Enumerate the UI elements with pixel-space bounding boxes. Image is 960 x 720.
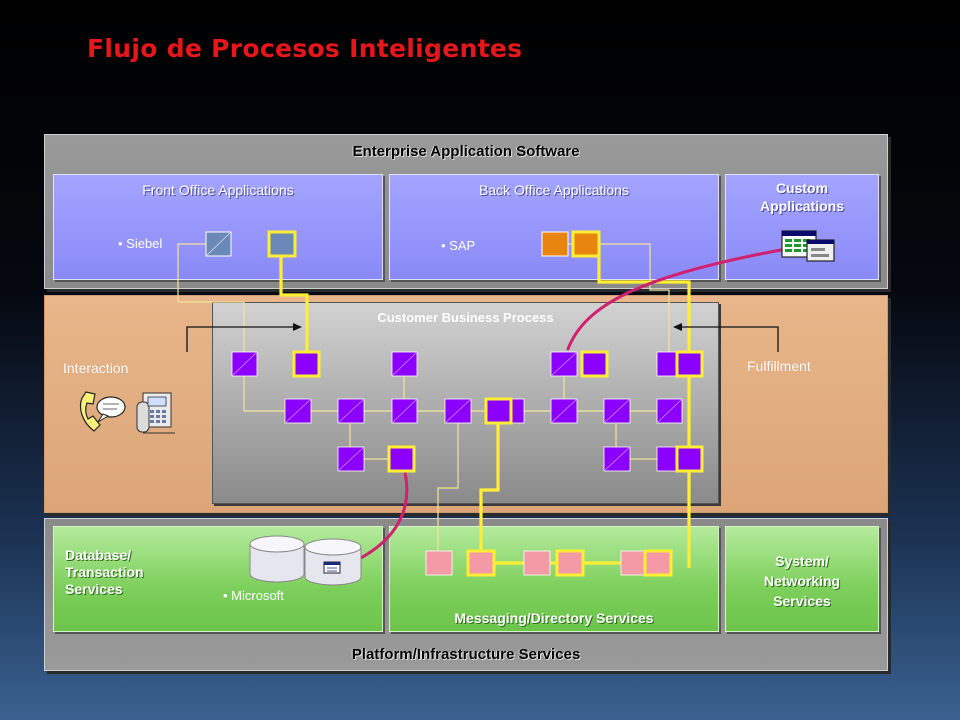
connector-messaging-left <box>437 411 459 563</box>
back-office-highlight-node <box>571 230 601 258</box>
sap-bullet: • SAP <box>441 238 476 253</box>
connector-siebel-down <box>177 243 245 364</box>
messaging-node-highlight <box>643 549 673 577</box>
messaging-node-highlight <box>555 549 585 577</box>
messaging-node <box>620 550 648 576</box>
front-office-title: Front Office Applications <box>142 182 294 198</box>
messaging-title: Messaging/Directory Services <box>454 610 654 626</box>
customer-business-process-title: Customer Business Process <box>377 310 554 325</box>
custom-applications-title: Custom Applications <box>759 180 844 214</box>
highlight-path-front-office <box>279 244 309 364</box>
process-node-highlight <box>675 350 704 378</box>
messaging-node <box>425 550 453 576</box>
siebel-bullet: • Siebel <box>118 236 163 251</box>
link-to-database <box>355 466 409 562</box>
microsoft-bullet: • Microsoft <box>223 588 284 603</box>
process-node-highlight <box>387 445 416 473</box>
interaction-arrowhead <box>293 323 302 331</box>
front-office-panel: Front Office Applications • Siebel <box>53 174 383 280</box>
custom-applications-panel: Custom Applications <box>725 174 879 280</box>
telephone-icon <box>79 391 126 432</box>
database-title: Database/ Transaction Services <box>65 547 144 597</box>
interaction-arrow <box>186 326 300 352</box>
process-node-highlight <box>675 445 704 473</box>
platform-infrastructure-title: Platform/Infrastructure Services <box>351 646 581 663</box>
front-office-highlight-node <box>267 230 297 258</box>
process-node-highlight <box>292 350 321 378</box>
system-networking-title: System/ Networking Services <box>763 553 841 609</box>
fulfillment-arrowhead <box>673 323 682 331</box>
fulfillment-label: Fulfillment <box>747 358 811 374</box>
back-office-panel: Back Office Applications • SAP <box>389 174 719 280</box>
messaging-node-highlight <box>466 549 496 577</box>
fulfillment-arrow <box>677 326 779 352</box>
system-networking-panel: System/ Networking Services <box>725 526 879 632</box>
messaging-node <box>523 550 551 576</box>
page-title: Flujo de Procesos Inteligentes <box>87 34 523 63</box>
link-to-custom-applications <box>566 246 794 351</box>
enterprise-application-title: Enterprise Application Software <box>352 143 580 160</box>
platform-infrastructure-band: Database/ Transaction Services • Microso… <box>44 518 888 671</box>
connector-sap-down <box>568 243 670 364</box>
process-node-highlight <box>580 350 609 378</box>
messaging-panel: Messaging/Directory Services <box>389 526 719 632</box>
back-office-title: Back Office Applications <box>479 182 629 198</box>
spreadsheet-window-icon <box>781 230 835 262</box>
interaction-label: Interaction <box>63 360 129 376</box>
fax-machine-icon <box>136 392 175 434</box>
enterprise-application-band: Enterprise Application Software Front Of… <box>44 134 888 289</box>
highlight-path-messaging <box>479 411 657 565</box>
database-cylinder-icon <box>249 535 362 586</box>
process-node-highlight <box>484 397 513 425</box>
sap-node <box>541 231 569 257</box>
